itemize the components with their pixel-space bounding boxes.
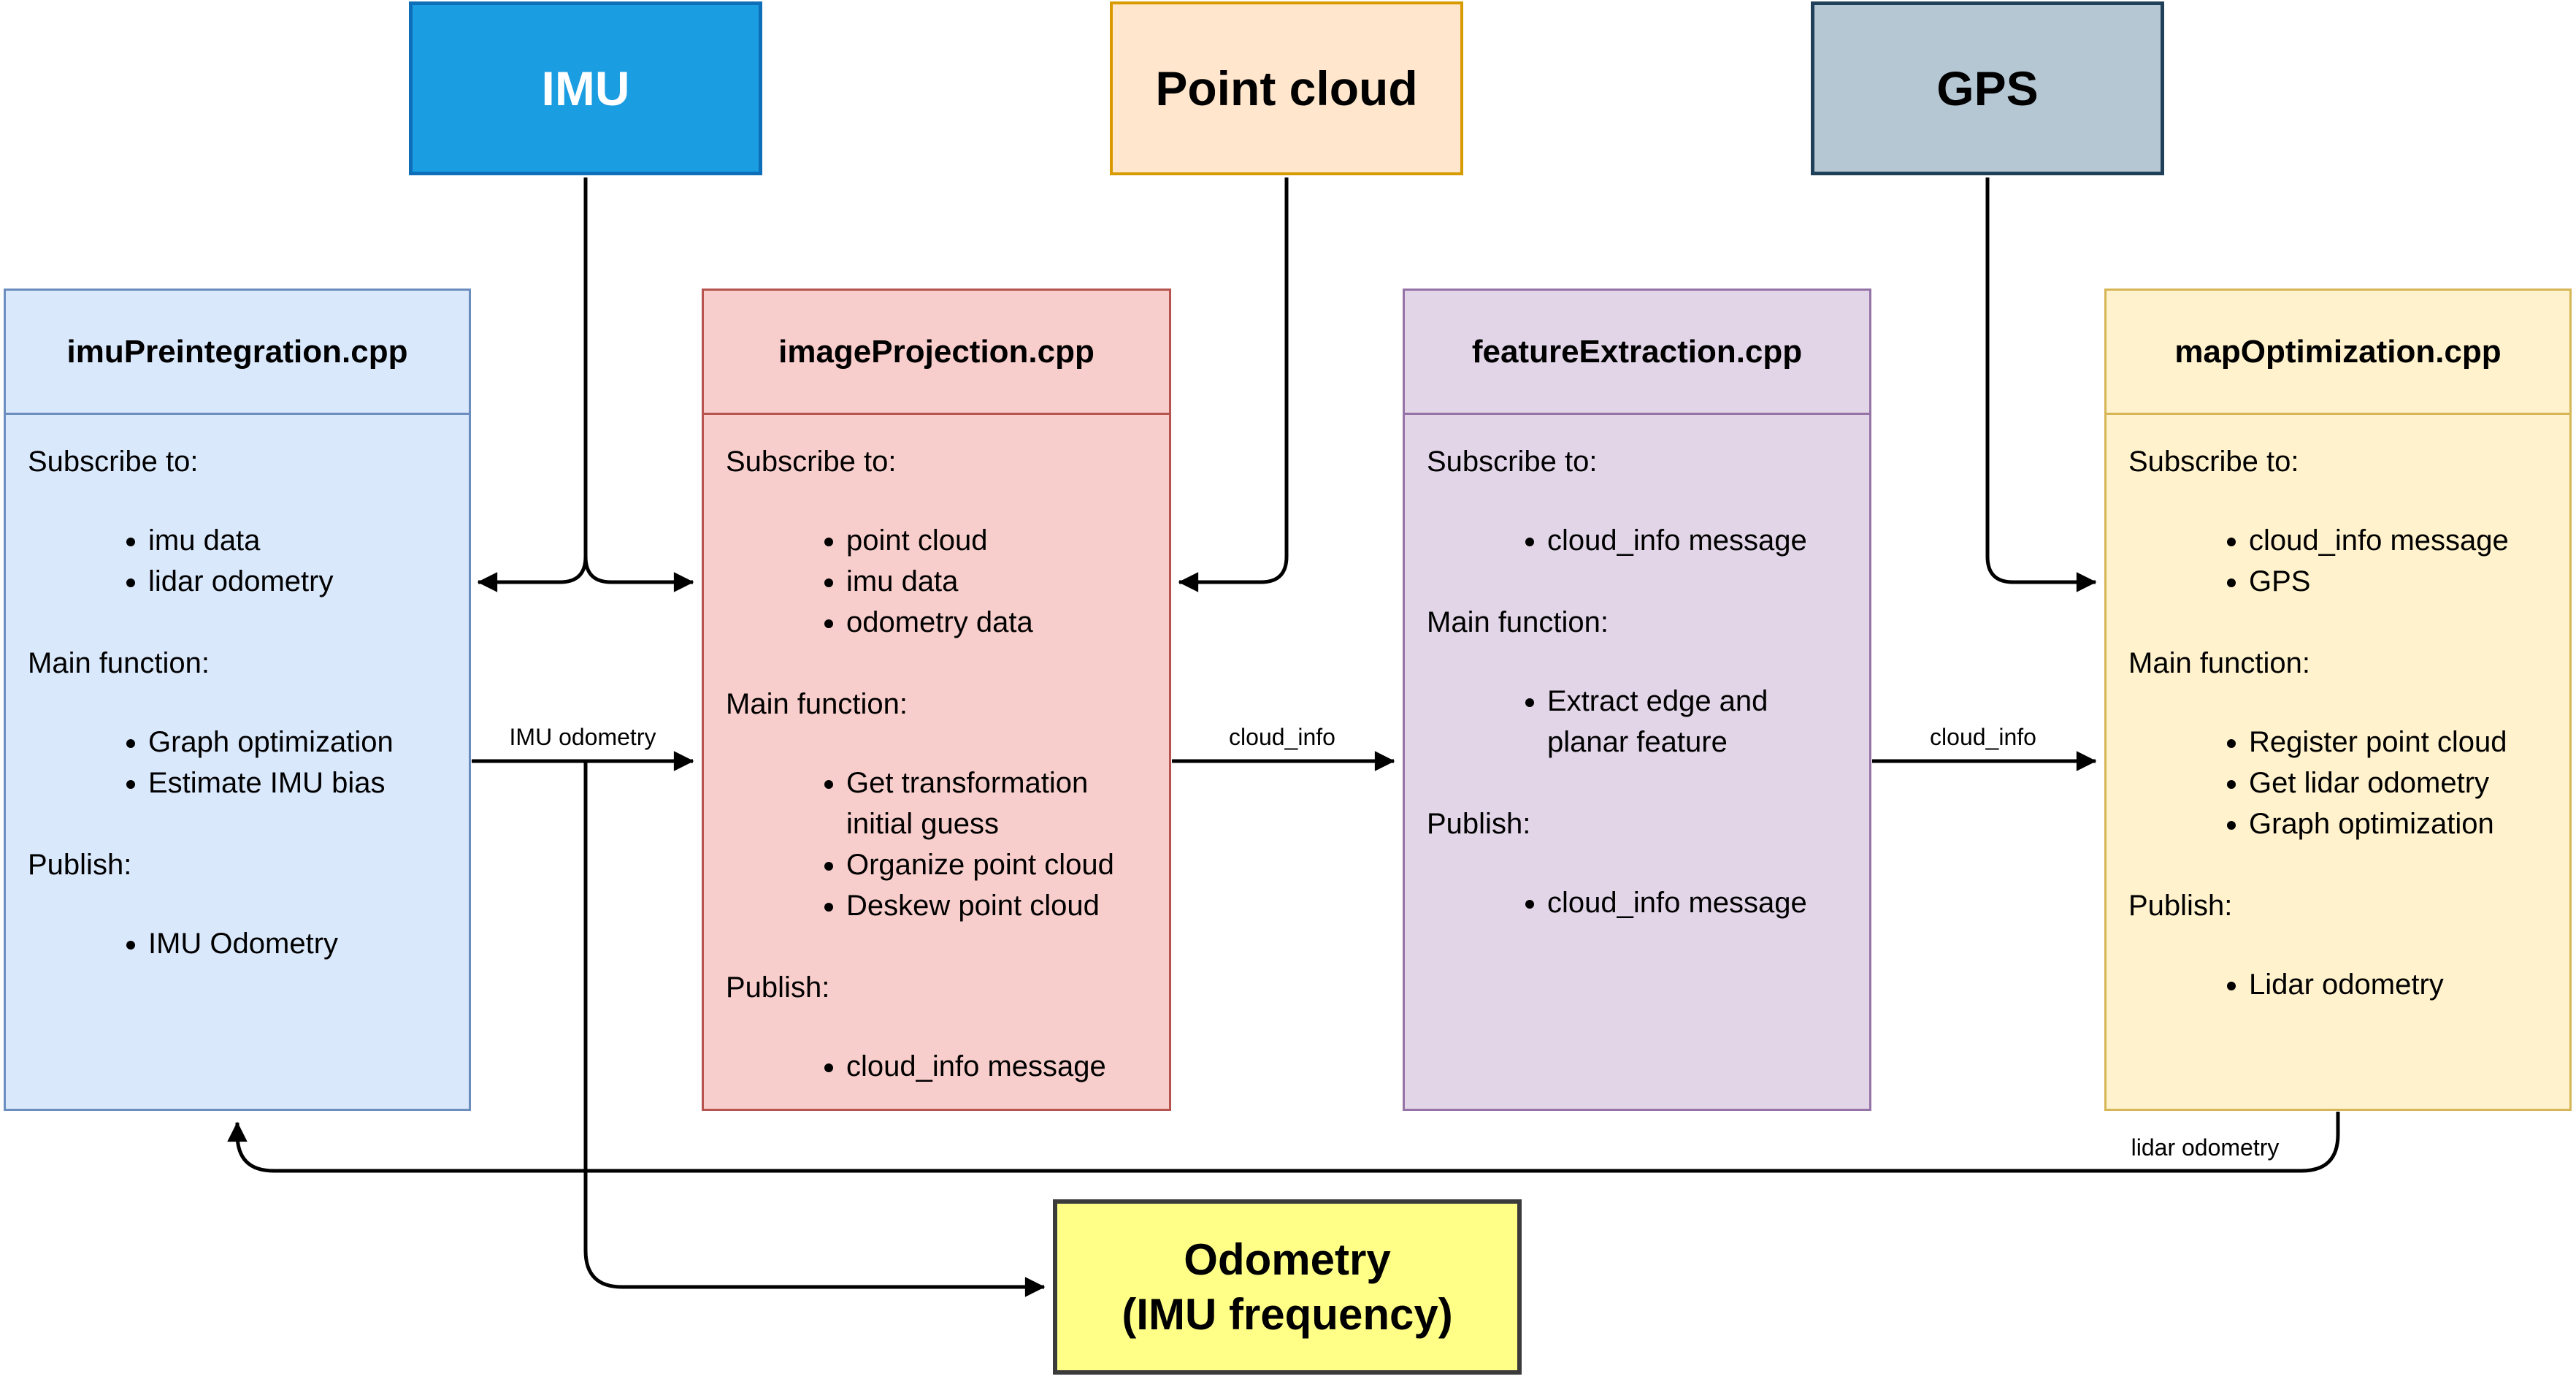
node-imageprojection-title: imageProjection.cpp bbox=[704, 291, 1169, 415]
list-item: IMU Odometry bbox=[148, 923, 448, 964]
edge-imu-to-imageprojection bbox=[583, 556, 694, 592]
edge-pointcloud-to-imageprojection bbox=[1178, 177, 1289, 592]
list-item: Estimate IMU bias bbox=[148, 763, 448, 803]
main-function-list: Get transformation initial guess Organiz… bbox=[726, 763, 1149, 926]
node-point-cloud-label: Point cloud bbox=[1155, 61, 1418, 115]
list-item: odometry data bbox=[846, 602, 1149, 643]
node-mapoptimization-body: Subscribe to: cloud_info message GPS Mai… bbox=[2107, 415, 2569, 1005]
main-function-list: Register point cloud Get lidar odometry … bbox=[2128, 722, 2549, 844]
section-heading-subscribe: Subscribe to: bbox=[28, 446, 199, 478]
main-function-list: Graph optimization Estimate IMU bias bbox=[28, 722, 448, 803]
section-heading-main-function: Main function: bbox=[2128, 647, 2311, 679]
publish-list: IMU Odometry bbox=[28, 923, 448, 964]
node-mapoptimization: mapOptimization.cpp Subscribe to: cloud_… bbox=[2104, 289, 2572, 1111]
node-odometry-line1: Odometry bbox=[1184, 1235, 1391, 1284]
list-item: cloud_info message bbox=[2249, 520, 2549, 561]
node-odometry-output: Odometry (IMU frequency) bbox=[1053, 1199, 1522, 1375]
section-heading-subscribe: Subscribe to: bbox=[1427, 446, 1598, 478]
subscribe-list: cloud_info message bbox=[1427, 520, 1849, 561]
publish-list: cloud_info message bbox=[726, 1046, 1149, 1087]
section-heading-main-function: Main function: bbox=[726, 688, 908, 720]
list-item: imu data bbox=[148, 520, 448, 561]
node-imupreintegration: imuPreintegration.cpp Subscribe to: imu … bbox=[4, 289, 471, 1111]
node-featureextraction-title: featureExtraction.cpp bbox=[1405, 291, 1869, 415]
list-item: Get transformation initial guess bbox=[846, 763, 1149, 844]
list-item: cloud_info message bbox=[1547, 520, 1849, 561]
edge-imu-to-imupreintegration bbox=[477, 177, 588, 592]
node-point-cloud: Point cloud bbox=[1110, 1, 1463, 175]
node-imageprojection: imageProjection.cpp Subscribe to: point … bbox=[702, 289, 1171, 1111]
main-function-list: Extract edge and planar feature bbox=[1427, 681, 1849, 763]
list-item: Graph optimization bbox=[148, 722, 448, 763]
list-item: Organize point cloud bbox=[846, 844, 1149, 885]
section-heading-publish: Publish: bbox=[28, 849, 132, 881]
list-item: GPS bbox=[2249, 561, 2549, 602]
list-item: point cloud bbox=[846, 520, 1149, 561]
list-item: Deskew point cloud bbox=[846, 885, 1149, 926]
publish-list: Lidar odometry bbox=[2128, 964, 2549, 1005]
node-gps-label: GPS bbox=[1936, 61, 2039, 115]
section-heading-main-function: Main function: bbox=[1427, 606, 1609, 638]
node-imupreintegration-title: imuPreintegration.cpp bbox=[6, 291, 469, 415]
edge-label-lidar-odometry: lidar odometry bbox=[2131, 1134, 2280, 1161]
node-imu-label: IMU bbox=[541, 61, 630, 115]
list-item: Graph optimization bbox=[2249, 803, 2549, 844]
publish-list: cloud_info message bbox=[1427, 882, 1849, 923]
subscribe-list: point cloud imu data odometry data bbox=[726, 520, 1149, 643]
section-heading-publish: Publish: bbox=[726, 971, 830, 1004]
edge-label-imu-odometry: IMU odometry bbox=[510, 724, 656, 750]
node-gps: GPS bbox=[1811, 1, 2164, 175]
list-item: Get lidar odometry bbox=[2249, 763, 2549, 803]
section-heading-publish: Publish: bbox=[1427, 808, 1531, 840]
subscribe-list: imu data lidar odometry bbox=[28, 520, 448, 602]
section-heading-subscribe: Subscribe to: bbox=[726, 446, 897, 478]
edge-label-cloud-info-a: cloud_info bbox=[1229, 724, 1335, 750]
node-imageprojection-body: Subscribe to: point cloud imu data odome… bbox=[704, 415, 1169, 1087]
section-heading-main-function: Main function: bbox=[28, 647, 210, 679]
list-item: imu data bbox=[846, 561, 1149, 602]
list-item: cloud_info message bbox=[1547, 882, 1849, 923]
edge-label-cloud-info-b: cloud_info bbox=[1930, 724, 2036, 750]
section-heading-subscribe: Subscribe to: bbox=[2128, 446, 2299, 478]
subscribe-list: cloud_info message GPS bbox=[2128, 520, 2549, 602]
edge-gps-to-mapoptimization bbox=[1985, 177, 2097, 592]
node-imupreintegration-body: Subscribe to: imu data lidar odometry Ma… bbox=[6, 415, 469, 964]
list-item: Extract edge and planar feature bbox=[1547, 681, 1849, 763]
node-featureextraction-body: Subscribe to: cloud_info message Main fu… bbox=[1405, 415, 1869, 923]
list-item: lidar odometry bbox=[148, 561, 448, 602]
edge-imu-odometry-to-output bbox=[583, 761, 1046, 1297]
node-odometry-line2: (IMU frequency) bbox=[1122, 1290, 1453, 1339]
list-item: Register point cloud bbox=[2249, 722, 2549, 763]
section-heading-publish: Publish: bbox=[2128, 890, 2233, 922]
list-item: Lidar odometry bbox=[2249, 964, 2549, 1005]
node-mapoptimization-title: mapOptimization.cpp bbox=[2107, 291, 2569, 415]
list-item: cloud_info message bbox=[846, 1046, 1149, 1087]
edge-lidar-odometry-feedback bbox=[227, 1112, 2340, 1173]
node-imu: IMU bbox=[409, 1, 762, 175]
node-featureextraction: featureExtraction.cpp Subscribe to: clou… bbox=[1403, 289, 1871, 1111]
